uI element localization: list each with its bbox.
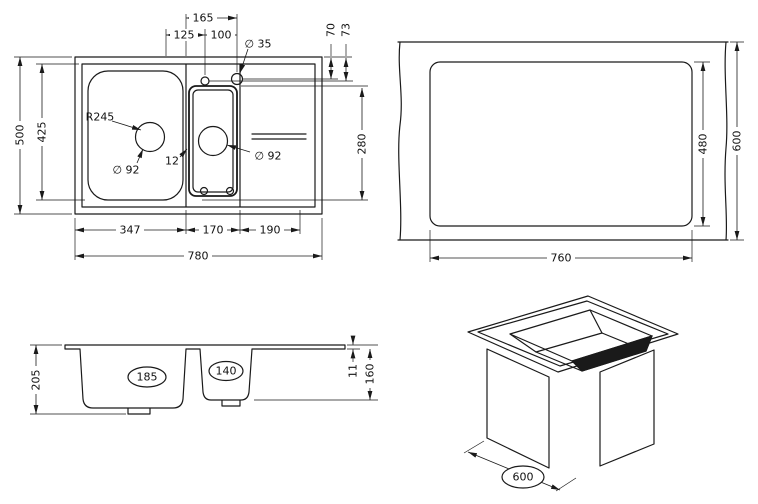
sink-outline xyxy=(74,56,323,215)
mask xyxy=(199,224,227,236)
faucet-hole-right xyxy=(230,72,244,86)
mask xyxy=(116,224,144,236)
drain-mid xyxy=(197,125,229,157)
mask xyxy=(30,366,42,394)
dim-label-170: 170 xyxy=(203,224,224,237)
mask xyxy=(697,130,709,158)
leader-faucet xyxy=(239,48,249,74)
front-extension-lines xyxy=(30,344,378,415)
mask xyxy=(207,29,235,41)
dim-label-r245: R245 xyxy=(86,111,115,124)
iso-view: 600 xyxy=(463,295,679,492)
plan-view: 165 125 100 ∅ 35 70 73 280 500 425 R245 … xyxy=(14,12,369,263)
mask xyxy=(547,252,575,264)
leader-gap-12 xyxy=(179,148,188,158)
depth-callout-left xyxy=(127,366,167,388)
mask xyxy=(14,121,26,149)
faucet-hole-left xyxy=(200,76,210,86)
mask xyxy=(184,250,212,262)
dim-label-425: 425 xyxy=(36,122,49,143)
iso-left-panel xyxy=(486,348,550,469)
iso-bowl-wall-shade xyxy=(571,335,653,372)
dim-label-drain-mid: ∅ 92 xyxy=(254,150,281,163)
leader-drain-mid xyxy=(226,144,251,153)
iso-rim-inner xyxy=(477,300,669,367)
mask xyxy=(170,29,198,41)
mask xyxy=(189,12,217,24)
iso-bowl-edges xyxy=(509,309,653,372)
dim-label-100: 100 xyxy=(211,29,232,42)
mid-bowl-outer xyxy=(188,85,238,197)
width-callout xyxy=(501,465,545,489)
cutout-view: 480 600 760 xyxy=(397,41,744,265)
mask xyxy=(256,224,284,236)
dim-label-185: 185 xyxy=(137,371,158,384)
cutout-rect xyxy=(429,61,693,227)
dim-label-600: 600 xyxy=(731,131,744,152)
dim-label-125: 125 xyxy=(174,29,195,42)
mask xyxy=(731,127,743,155)
leader-r245 xyxy=(111,120,142,131)
mask xyxy=(364,360,376,388)
mid-bowl-inner xyxy=(192,89,234,193)
drain-left xyxy=(134,121,166,153)
mask xyxy=(36,118,48,146)
dim-label-780: 780 xyxy=(188,250,209,263)
dim-label-iso-600: 600 xyxy=(513,471,534,484)
mask xyxy=(356,130,368,158)
dim-label-480: 480 xyxy=(697,134,710,155)
left-bowl-outline xyxy=(87,70,184,201)
dim-label-70: 70 xyxy=(325,23,338,37)
dim-label-faucet-dia: ∅ 35 xyxy=(244,38,271,51)
overflow-hole-left xyxy=(199,186,209,196)
mask xyxy=(325,16,337,44)
depth-callout-mid xyxy=(208,360,244,382)
dim-label-500: 500 xyxy=(14,125,27,146)
dim-label-165: 165 xyxy=(193,12,214,25)
dim-label-140: 140 xyxy=(216,365,237,378)
iso-right-panel xyxy=(599,349,655,467)
countertop-edges xyxy=(397,41,729,241)
front-view: 205 185 140 11 160 xyxy=(30,335,378,415)
dim-label-347: 347 xyxy=(120,224,141,237)
dim-label-gap-12: 12 xyxy=(165,155,179,168)
dim-label-760: 760 xyxy=(551,252,572,265)
dim-label-280: 280 xyxy=(356,134,369,155)
leader-drain-left xyxy=(136,148,144,164)
dim-label-160: 160 xyxy=(364,364,377,385)
mask xyxy=(340,16,352,44)
overflow-hole-right xyxy=(225,186,235,196)
dim-label-205: 205 xyxy=(30,370,43,391)
dim-label-190: 190 xyxy=(260,224,281,237)
iso-rim-outer xyxy=(467,295,679,373)
dim-label-73: 73 xyxy=(340,23,353,37)
front-profile xyxy=(64,344,346,415)
dim-label-11: 11 xyxy=(347,364,360,378)
dim-label-drain-left: ∅ 92 xyxy=(112,164,139,177)
